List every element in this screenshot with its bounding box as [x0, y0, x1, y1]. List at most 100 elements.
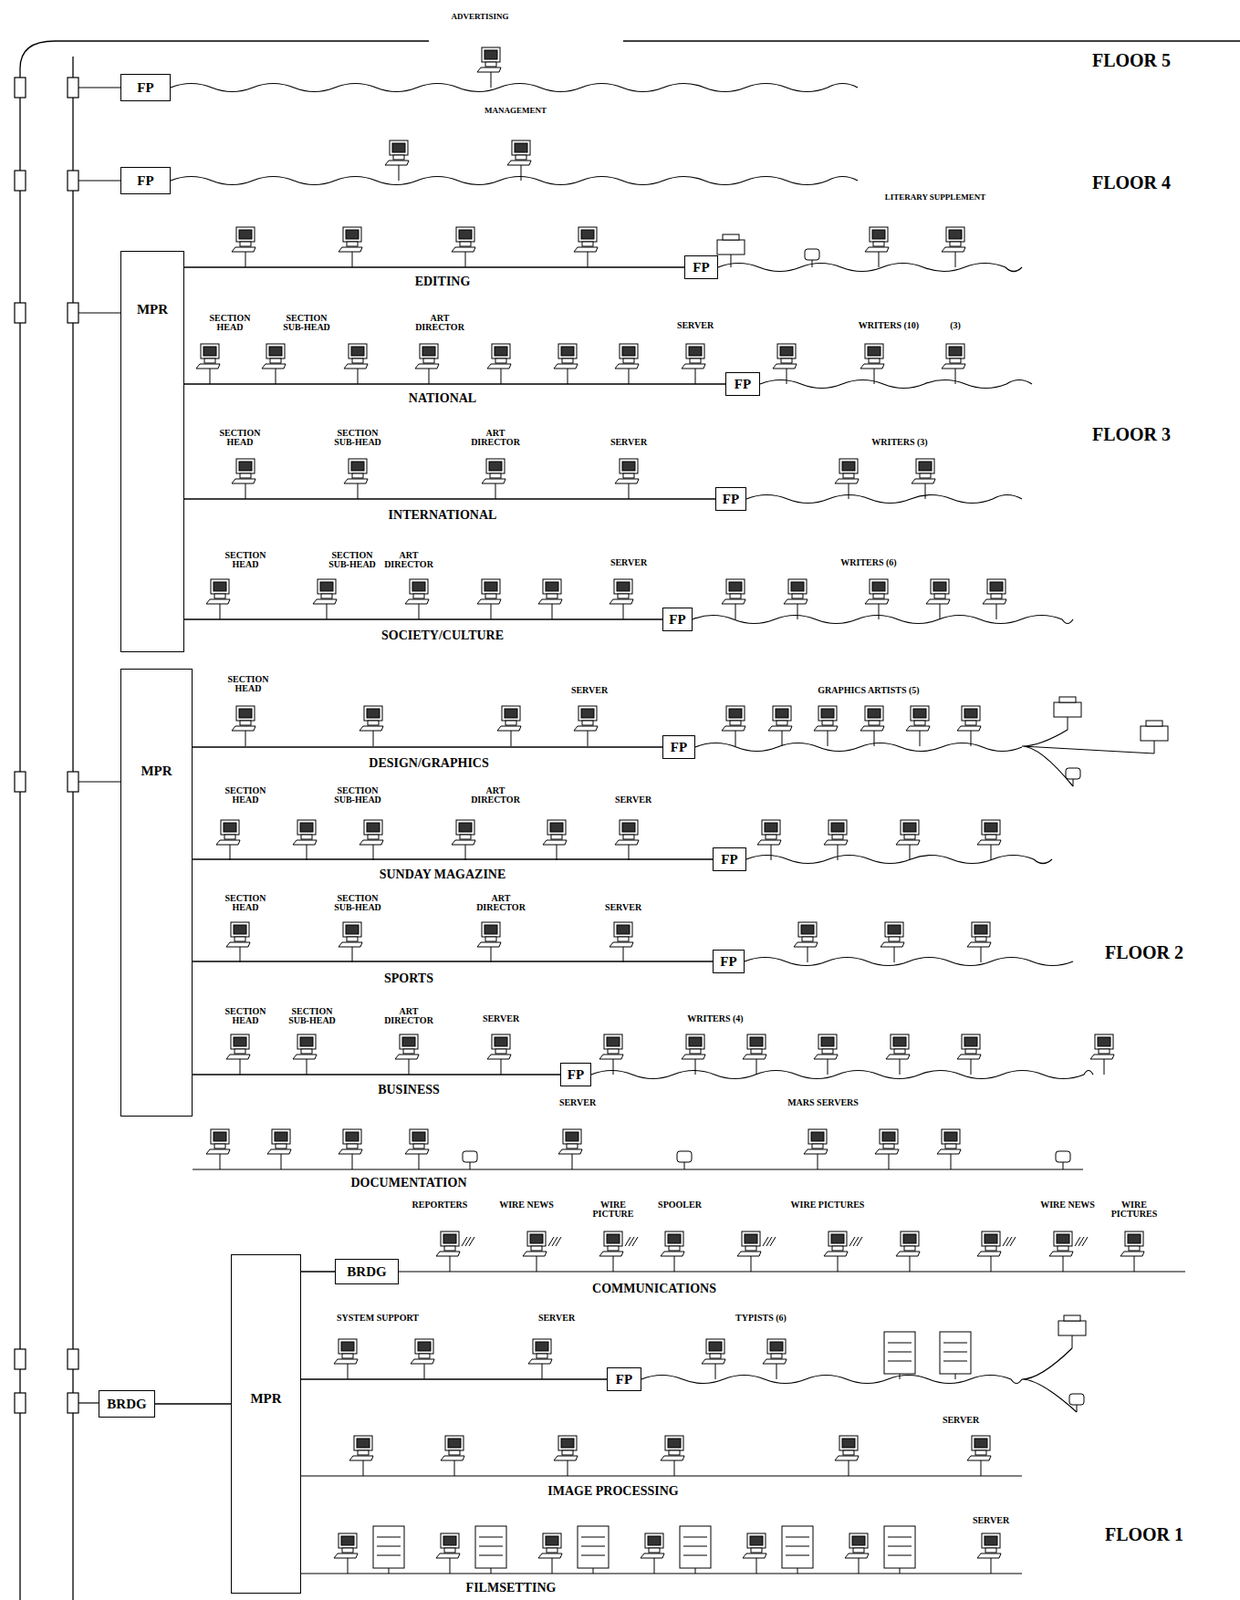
- monitor: [788, 579, 807, 594]
- computer-base: [204, 358, 216, 364]
- monitor: [456, 227, 475, 242]
- role-label: ART DIRECTOR: [382, 1007, 436, 1026]
- computer-base: [551, 834, 563, 840]
- computer-base: [985, 1246, 997, 1251]
- monitor: [961, 706, 980, 721]
- connector: [192, 858, 713, 860]
- monitor: [961, 1034, 980, 1050]
- computer-base: [729, 720, 741, 726]
- keyboard: [783, 599, 808, 605]
- computer-base: [270, 358, 282, 364]
- department-label: SPORTS: [384, 972, 434, 986]
- role-label: WIRE NEWS: [499, 1200, 554, 1210]
- connector: [301, 1378, 607, 1380]
- monitor: [1053, 1231, 1073, 1247]
- computer-base: [239, 241, 251, 247]
- role-label: SECTION SUB-HEAD: [325, 551, 379, 570]
- screen: [831, 823, 845, 833]
- keyboard: [481, 479, 506, 484]
- monitor: [297, 820, 316, 835]
- monitor: [941, 1129, 960, 1145]
- monitor: [364, 820, 383, 835]
- keyboard: [875, 1149, 899, 1155]
- monitor: [900, 820, 919, 835]
- computer-base: [301, 834, 313, 840]
- monitor: [266, 343, 285, 359]
- screen: [417, 1342, 431, 1352]
- role-label: ART DIRECTOR: [413, 313, 467, 333]
- role-label: MANAGEMENT: [484, 106, 547, 115]
- computer-base: [843, 1450, 855, 1456]
- monitor: [1094, 1034, 1114, 1050]
- screen: [729, 582, 742, 592]
- computer-base: [919, 473, 931, 479]
- monitor: [210, 1129, 230, 1145]
- peripheral: [1065, 768, 1081, 780]
- peripheral: [677, 1151, 692, 1163]
- transceiver: [14, 771, 26, 792]
- monitor: [619, 458, 638, 474]
- floor-label: FLOOR 2: [1104, 943, 1184, 962]
- computer-base: [934, 593, 946, 599]
- keyboard: [497, 726, 522, 731]
- computer-base: [459, 834, 471, 840]
- network-box: FP: [606, 1367, 642, 1392]
- keyboard: [864, 599, 889, 605]
- keyboard: [553, 1456, 578, 1461]
- transceiver: [14, 1393, 26, 1414]
- screen: [887, 925, 901, 935]
- computer-base: [750, 1548, 762, 1553]
- screen: [484, 925, 498, 935]
- keyboard: [834, 1456, 859, 1461]
- filmsetter: [884, 1526, 916, 1569]
- screen: [667, 1438, 681, 1449]
- keyboard: [231, 479, 256, 484]
- computer-base: [393, 155, 405, 160]
- role-label: SECTION SUB-HEAD: [285, 1007, 339, 1026]
- transceiver: [67, 1349, 79, 1370]
- lan-segment: [1021, 1348, 1077, 1413]
- screen: [581, 708, 594, 719]
- monitor: [236, 458, 255, 474]
- screen: [402, 1037, 416, 1047]
- keyboard: [196, 364, 220, 369]
- monitor: [338, 1339, 357, 1355]
- department-label: BUSINESS: [377, 1083, 440, 1097]
- screen: [458, 229, 472, 240]
- filmsetter: [373, 1526, 405, 1569]
- screen: [274, 1132, 288, 1142]
- keyboard: [660, 1456, 685, 1461]
- keyboard: [338, 1149, 363, 1155]
- monitor: [890, 1034, 909, 1050]
- monitor: [491, 1034, 511, 1050]
- computer-base: [949, 241, 961, 247]
- monitor: [900, 1231, 919, 1247]
- monitor: [604, 1034, 623, 1050]
- connector: [184, 266, 685, 268]
- monitor: [415, 1339, 434, 1355]
- monitor: [230, 922, 250, 938]
- computer-base: [275, 1144, 287, 1149]
- computer-base: [367, 720, 379, 726]
- monitor: [236, 227, 255, 242]
- role-label: LITERARY SUPPLEMENT: [885, 193, 987, 202]
- role-label: TYPISTS (6): [735, 1313, 787, 1324]
- lan-segment: [301, 1573, 1022, 1574]
- screen: [647, 1536, 661, 1546]
- computer-base: [648, 1548, 660, 1553]
- monitor: [210, 579, 230, 594]
- screen: [345, 229, 359, 240]
- role-label: WRITERS (4): [687, 1014, 743, 1024]
- computer-base: [342, 1548, 354, 1553]
- role-label: SERVER: [604, 903, 642, 913]
- thin-ethernet: [692, 615, 1074, 625]
- keyboard: [982, 599, 1007, 605]
- monitor: [343, 922, 362, 938]
- monitor: [389, 140, 408, 156]
- keyboard: [477, 599, 501, 605]
- computer-base: [536, 1354, 548, 1359]
- filmsetter: [884, 1332, 916, 1375]
- screen: [341, 1342, 355, 1352]
- screen: [688, 346, 702, 356]
- computer-base: [623, 834, 635, 840]
